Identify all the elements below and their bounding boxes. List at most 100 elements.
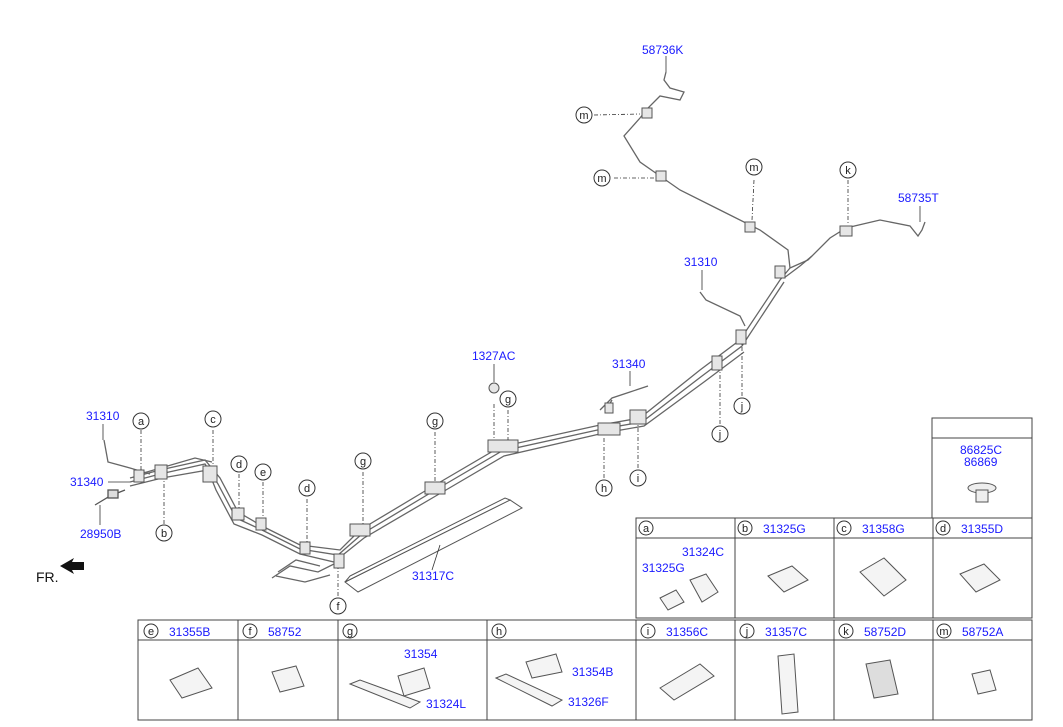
callout-letter: b	[161, 528, 167, 540]
callout-letter: i	[637, 473, 639, 485]
part-label-86825C: 86825C	[960, 443, 1002, 457]
legend-header-a: a	[638, 520, 654, 536]
part-label-31340-left: 31340	[70, 475, 104, 489]
legend-header-m: m 58752A	[936, 623, 1003, 639]
clip-58752-icon	[271, 665, 305, 693]
legend-part-sketches	[169, 557, 1001, 715]
arrow-icon	[60, 558, 84, 574]
callout-letter: m	[579, 110, 588, 122]
clip-86869-icon	[967, 482, 997, 503]
callout-letter: m	[749, 162, 758, 174]
front-direction-arrow: FR.	[36, 558, 84, 585]
part-label-86869: 86869	[964, 455, 998, 469]
callout-g3: g	[499, 390, 517, 408]
part-label-31340-mid: 31340	[612, 357, 646, 371]
callout-leaders	[140, 113, 849, 596]
callout-c: c	[204, 410, 222, 428]
callout-g2: g	[426, 412, 444, 430]
callout-letter: g	[360, 456, 366, 468]
legend-subpart-31326F: 31326F	[568, 695, 609, 709]
part-label-58736K: 58736K	[642, 43, 683, 57]
legend-letter: g	[347, 626, 353, 638]
legend-part-number: 58752	[268, 625, 302, 639]
legend-letter: j	[745, 626, 748, 638]
part-label-31317C: 31317C	[412, 569, 454, 583]
callout-d1: d	[230, 455, 248, 473]
legend-letter: h	[496, 626, 502, 638]
callout-j1: j	[711, 425, 729, 443]
callout-letter: a	[138, 416, 145, 428]
part-label-58735T: 58735T	[898, 191, 939, 205]
callout-letter: e	[260, 467, 266, 479]
callout-letter: h	[601, 483, 607, 495]
callout-j2: j	[733, 397, 751, 415]
callout-f: f	[329, 597, 347, 615]
clip-58752A-icon	[971, 669, 997, 695]
legend-part-number: 31357C	[765, 625, 807, 639]
legend-letter: c	[841, 523, 847, 535]
callout-letter: c	[210, 414, 216, 426]
legend-subpart-31324C: 31324C	[682, 545, 724, 559]
callout-k: k	[839, 161, 857, 179]
callout-letter: g	[432, 416, 438, 428]
callout-g1: g	[354, 452, 372, 470]
legend-header-j: j 31357C	[739, 623, 807, 639]
left-end-lines	[103, 439, 339, 583]
part-label-31310-left: 31310	[86, 409, 120, 423]
callout-m2: m	[593, 169, 611, 187]
legend-subpart-31354: 31354	[404, 647, 438, 661]
legend-letter: e	[148, 626, 154, 638]
callout-layer: a b c d e d g f g g h i j j m m m k	[132, 106, 857, 615]
legend-header-f: f 58752	[242, 623, 302, 639]
legend-letter: i	[647, 626, 649, 638]
callout-letter: f	[336, 601, 340, 613]
clip-31325G-a-icon	[659, 589, 685, 611]
callout-m1: m	[575, 106, 593, 124]
legend-subpart-31324L: 31324L	[426, 697, 466, 711]
callout-letter: m	[597, 173, 606, 185]
callout-i: i	[629, 469, 647, 487]
callout-d2: d	[298, 479, 316, 497]
legend-subpart-31325G: 31325G	[642, 561, 685, 575]
callout-letter: j	[718, 429, 721, 441]
bracket-31317C	[344, 497, 523, 593]
clip-fittings	[133, 107, 853, 569]
legend-header-c: c 31358G	[836, 520, 905, 536]
clip-31358G-icon	[859, 557, 907, 597]
callout-m3: m	[745, 158, 763, 176]
legend-letter: m	[939, 626, 948, 638]
legend-part-number: 58752D	[864, 625, 906, 639]
legend-header-e: e 31355B	[143, 623, 210, 639]
clip-58752D-icon	[865, 659, 899, 699]
callout-letter: d	[236, 459, 242, 471]
hose-28950B	[94, 489, 126, 506]
part-label-28950B: 28950B	[80, 527, 121, 541]
legend-part-number: 31355B	[169, 625, 210, 639]
upper-lines	[623, 71, 926, 279]
bracket-31324L-icon	[348, 679, 422, 709]
clip-31324C-icon	[689, 573, 719, 603]
legend-letter: f	[248, 626, 252, 638]
part-label-1327AC: 1327AC	[472, 349, 516, 363]
leader-lines	[99, 56, 921, 571]
legend-part-number: 31355D	[961, 522, 1003, 536]
clip-31355D-icon	[959, 563, 1001, 593]
clip-31356C-icon	[659, 663, 715, 701]
clip-31354-icon	[397, 667, 431, 697]
legend-table	[137, 417, 1033, 721]
callout-letter: g	[505, 394, 511, 406]
legend-part-number: 31358G	[862, 522, 905, 536]
legend-subpart-31354B: 31354B	[572, 665, 613, 679]
legend-part-number: 58752A	[962, 625, 1003, 639]
legend-header-g: g	[342, 623, 358, 639]
front-label: FR.	[36, 569, 59, 585]
callout-letter: k	[845, 165, 851, 177]
bracket-31326F-icon	[494, 673, 564, 707]
legend-letter: b	[742, 523, 748, 535]
